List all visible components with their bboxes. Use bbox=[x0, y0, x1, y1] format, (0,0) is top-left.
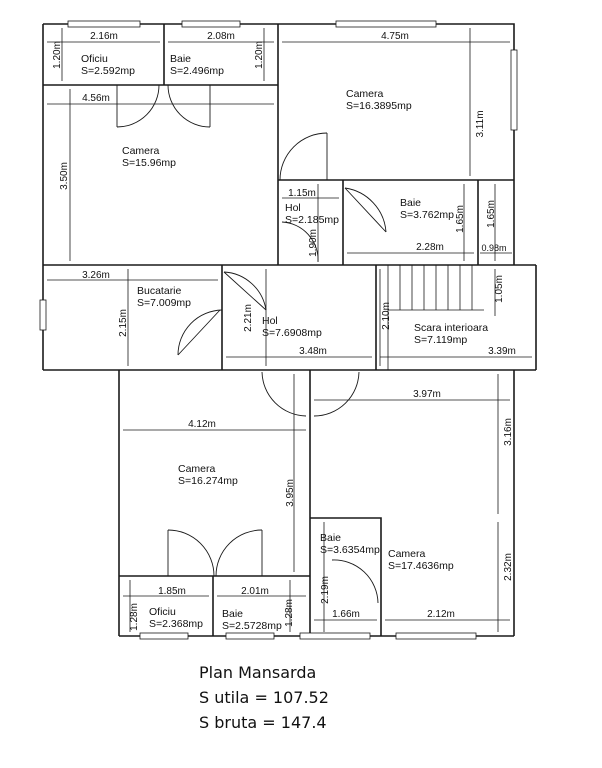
dim-label: 2.32m bbox=[503, 553, 514, 581]
room-hol-main-area: S=7.6908mp bbox=[262, 327, 322, 339]
room-hol-small-name: Hol bbox=[285, 202, 301, 214]
dim-label: 3.50m bbox=[59, 162, 70, 190]
room-oficiu-bottom-name: Oficiu bbox=[149, 606, 176, 618]
dim-label: 1.15m bbox=[288, 188, 316, 199]
gross-area: S bruta = 147.4 bbox=[199, 713, 327, 732]
dim-label: 2.08m bbox=[207, 31, 235, 42]
plan-title: Plan Mansarda bbox=[199, 663, 317, 682]
dimension-lines bbox=[47, 28, 532, 632]
usable-area: S utila = 107.52 bbox=[199, 688, 329, 707]
room-baie-top-area: S=2.496mp bbox=[170, 65, 224, 77]
dim-label: 4.56m bbox=[82, 93, 110, 104]
dim-label: 3.26m bbox=[82, 270, 110, 281]
dim-label: 2.28m bbox=[416, 242, 444, 253]
dim-label: 1.66m bbox=[332, 609, 360, 620]
dim-label: 2.12m bbox=[427, 609, 455, 620]
dim-label: 1.28m bbox=[129, 603, 140, 631]
dim-label: 3.95m bbox=[285, 479, 296, 507]
room-baie-se-area: S=3.6354mp bbox=[320, 544, 380, 556]
room-bucatarie-area: S=7.009mp bbox=[137, 297, 191, 309]
dim-label: 3.16m bbox=[503, 418, 514, 446]
room-camera-sw-name: Camera bbox=[178, 463, 216, 475]
dim-label: 3.11m bbox=[475, 110, 486, 137]
room-baie-mid-area: S=3.762mp bbox=[400, 209, 454, 221]
dim-label: 1.85m bbox=[158, 586, 186, 597]
dim-label: 1.65m bbox=[455, 205, 466, 233]
room-baie-mid-name: Baie bbox=[400, 197, 421, 209]
dim-label: 4.12m bbox=[188, 419, 216, 430]
room-camera-se-name: Camera bbox=[388, 548, 426, 560]
dim-label: 1.90m bbox=[308, 229, 319, 257]
dim-label: 3.39m bbox=[488, 346, 516, 357]
dim-label: 2.21m bbox=[243, 304, 254, 332]
dim-label: 2.10m bbox=[381, 302, 392, 330]
dim-label: 0.98m bbox=[481, 243, 506, 253]
room-scara-name: Scara interioara bbox=[414, 322, 488, 334]
room-oficiu-top-name: Oficiu bbox=[81, 53, 108, 65]
dim-label: 3.48m bbox=[299, 346, 327, 357]
room-hol-small-area: S=2.185mp bbox=[285, 214, 339, 226]
dim-label: 4.75m bbox=[381, 31, 409, 42]
dim-label: 1.05m bbox=[494, 275, 505, 303]
room-baie-bottom-area: S=2.5728mp bbox=[222, 620, 282, 632]
dim-label: 1.20m bbox=[254, 41, 265, 69]
room-camera-ne-name: Camera bbox=[346, 88, 384, 100]
dim-label: 3.97m bbox=[413, 389, 441, 400]
room-baie-top-name: Baie bbox=[170, 53, 191, 65]
dim-label: 2.19m bbox=[320, 576, 331, 604]
windows bbox=[39, 20, 518, 640]
room-camera-nw-name: Camera bbox=[122, 145, 160, 157]
stairs bbox=[387, 265, 484, 370]
room-scara-area: S=7.119mp bbox=[414, 334, 467, 346]
plan-summary: Plan Mansarda S utila = 107.52 S bruta =… bbox=[199, 660, 329, 735]
room-camera-se-area: S=17.4636mp bbox=[388, 560, 454, 572]
dim-label: 2.16m bbox=[90, 31, 118, 42]
room-bucatarie-name: Bucatarie bbox=[137, 285, 182, 297]
dim-label: 2.01m bbox=[241, 586, 269, 597]
room-oficiu-bottom-area: S=2.368mp bbox=[149, 618, 203, 630]
room-baie-bottom-name: Baie bbox=[222, 608, 243, 620]
dim-label: 1.65m bbox=[486, 200, 497, 228]
dim-label: 2.15m bbox=[118, 309, 129, 337]
dim-label: 1.28m bbox=[284, 599, 295, 627]
room-camera-sw-area: S=16.274mp bbox=[178, 475, 238, 487]
room-baie-se-name: Baie bbox=[320, 532, 341, 544]
room-oficiu-top-area: S=2.592mp bbox=[81, 65, 135, 77]
room-labels: Oficiu S=2.592mp Baie S=2.496mp Camera S… bbox=[81, 53, 488, 632]
room-camera-nw-area: S=15.96mp bbox=[122, 157, 176, 169]
room-hol-main-name: Hol bbox=[262, 315, 278, 327]
room-camera-ne-area: S=16.3895mp bbox=[346, 100, 412, 112]
dim-label: 1.20m bbox=[52, 41, 63, 69]
dimension-labels: 2.16m 2.08m 4.75m 4.56m 1.15m 2.28m 0.98… bbox=[52, 31, 516, 631]
